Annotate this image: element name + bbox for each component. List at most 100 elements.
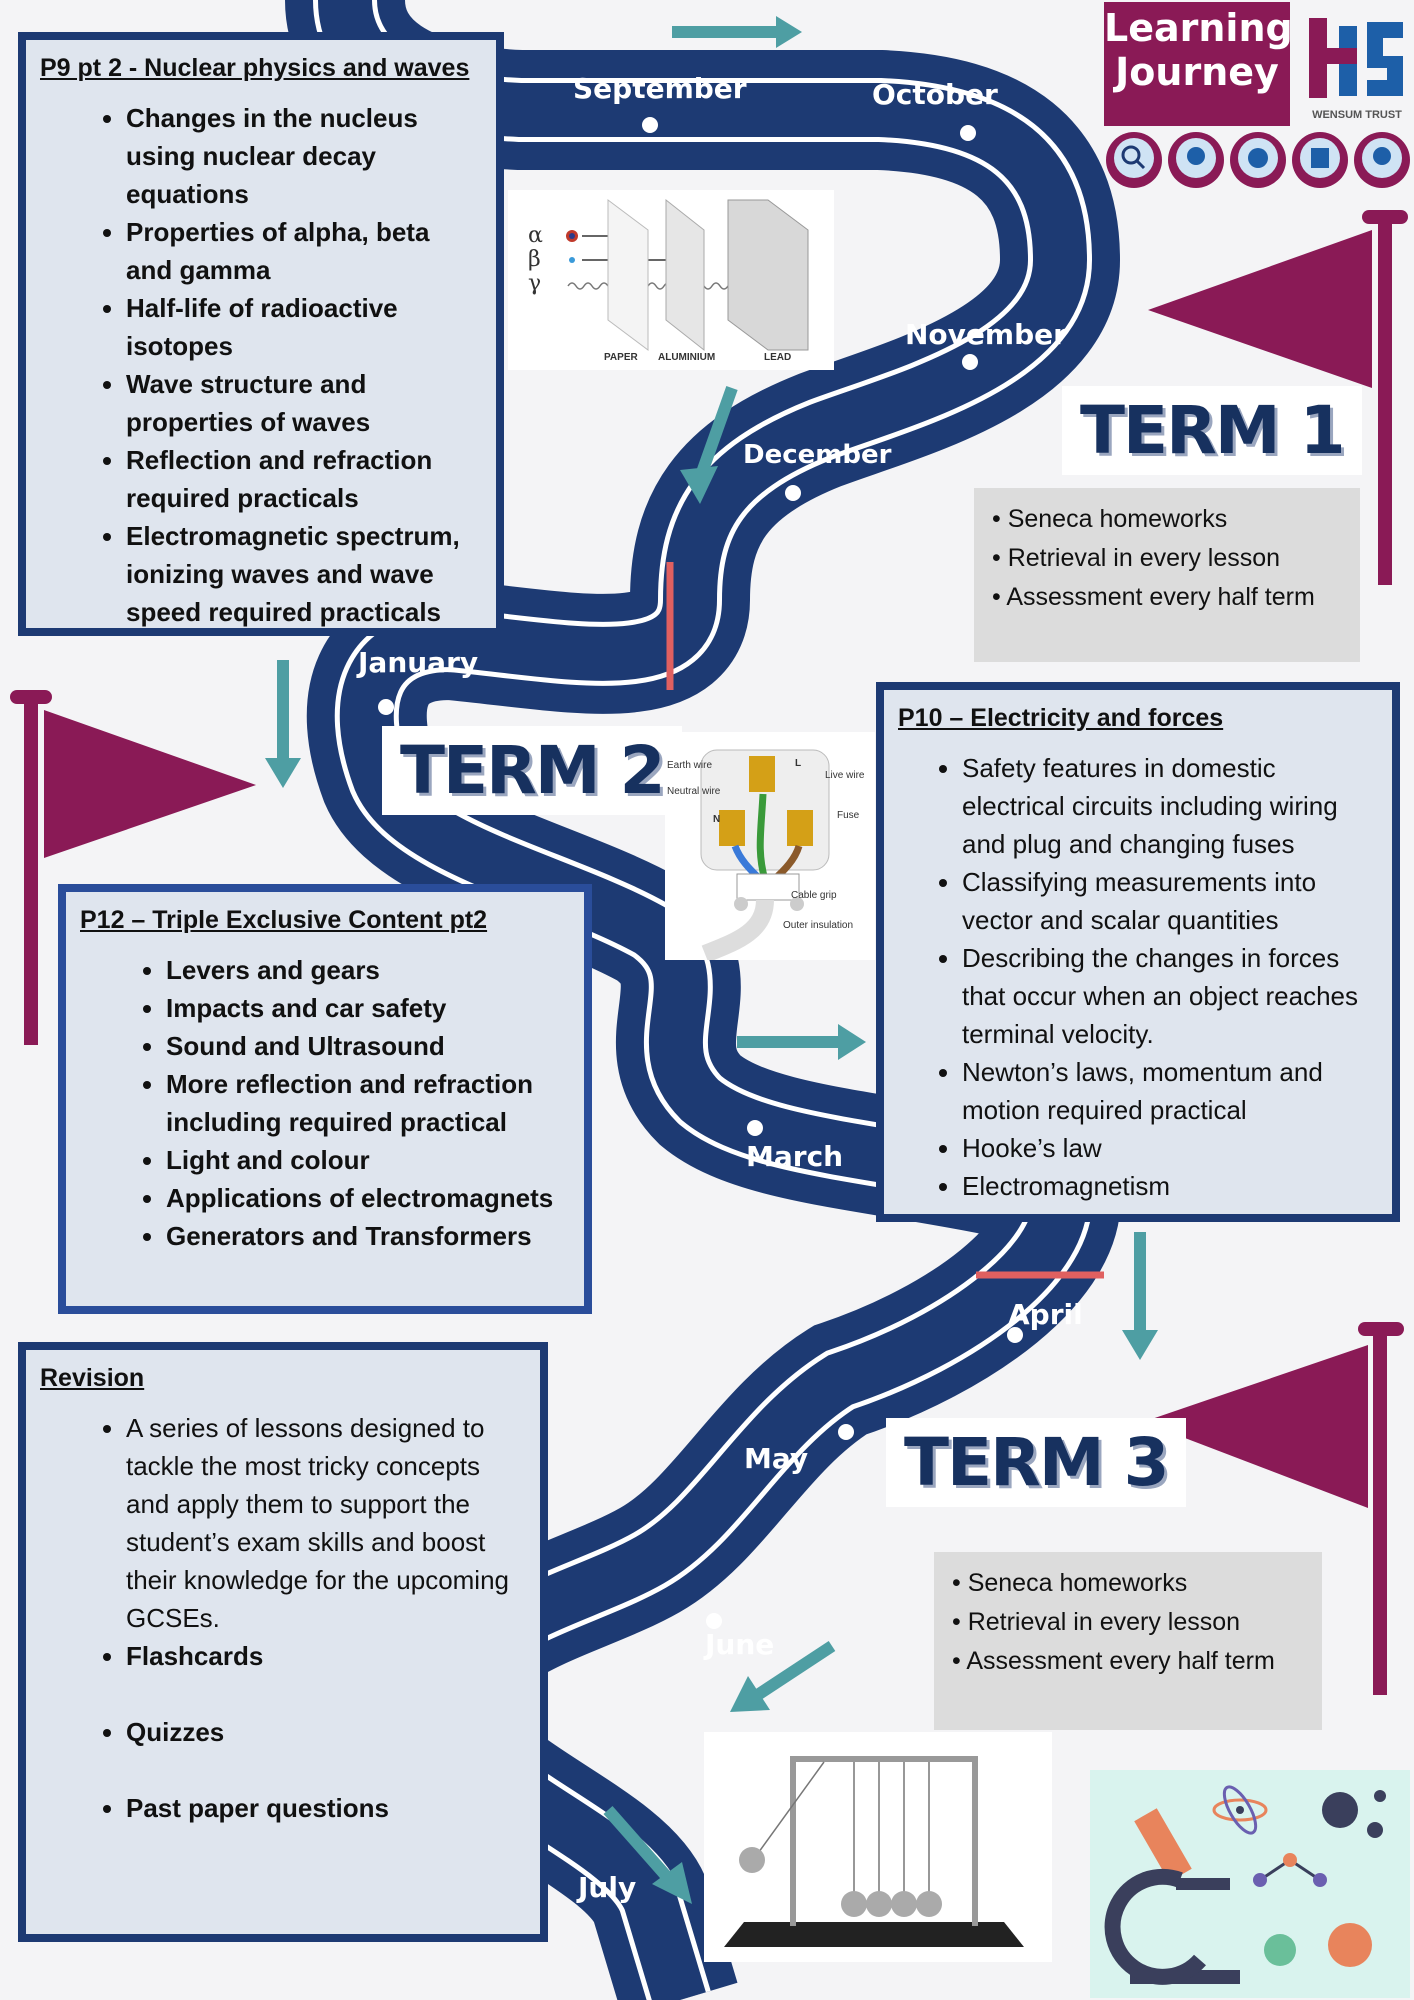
gamma-symbol: γ — [528, 271, 541, 296]
note-item: • Retrieval in every lesson — [952, 1608, 1241, 1636]
term3-heading: TERM 3 — [886, 1418, 1186, 1507]
arrow-icon — [730, 1640, 836, 1712]
list-item: Sound and Ultrasound — [166, 1027, 570, 1065]
flag-icon-term3 — [1143, 1322, 1404, 1695]
earth-wire-label: Earth wire — [667, 760, 712, 771]
arrow-icon — [672, 16, 802, 48]
list-item: Classifying measurements into vector and… — [962, 863, 1378, 939]
arrow-icon — [603, 1806, 692, 1904]
note-item: • Seneca homeworks — [992, 505, 1228, 533]
revision-title: Revision — [40, 1364, 145, 1392]
aluminium-label: ALUMINIUM — [658, 352, 715, 363]
newtons-cradle-image — [704, 1732, 1052, 1962]
microscope-icon — [1104, 1808, 1240, 1985]
learning-journey-logo: Learning Journey — [1104, 2, 1293, 126]
trust-name: WENSUM TRUST — [1312, 109, 1402, 121]
list-item: Describing the changes in forces that oc… — [962, 939, 1378, 1053]
paper-label: PAPER — [604, 352, 638, 363]
list-item: Electromagnetic spectrum, ionizing waves… — [126, 517, 482, 631]
month-label: October — [872, 78, 998, 111]
list-item: Wave structure and properties of waves — [126, 365, 482, 441]
list-item: Hooke’s law — [962, 1129, 1378, 1167]
list-item: A series of lessons designed to tackle t… — [126, 1409, 526, 1637]
note-item: • Assessment every half term — [952, 1647, 1275, 1675]
virus-icon — [1322, 1790, 1386, 1838]
logo-title: Learning Journey — [1104, 6, 1293, 94]
inquisitive-icon — [1106, 132, 1162, 188]
molecule-icon — [1253, 1853, 1327, 1887]
list-item: Quizzes — [126, 1713, 526, 1751]
alpha-symbol: α — [528, 223, 543, 248]
arrow-icon — [265, 660, 301, 788]
wensum-trust-logo: WENSUM TRUST — [1303, 8, 1411, 126]
list-item: Reflection and refraction required pract… — [126, 441, 482, 517]
note-item: • Seneca homeworks — [952, 1569, 1188, 1597]
revision-box: Revision A series of lessons designed to… — [18, 1342, 548, 1942]
radiation-penetration-diagram: α β γ PAPER ALUMINIUM LEAD — [508, 190, 834, 370]
list-item: Applications of electromagnets — [166, 1179, 570, 1217]
term1-notes: • Seneca homeworks • Retrieval in every … — [974, 488, 1360, 662]
plug-wiring-diagram: Earth wire Neutral wire Live wire Fuse C… — [665, 732, 875, 963]
list-item: Electromagnetism — [962, 1167, 1378, 1205]
road-stripe-inner — [318, 0, 1088, 2000]
fuse-label: Fuse — [837, 810, 860, 821]
p9-topic-box: P9 pt 2 - Nuclear physics and waves Chan… — [18, 32, 504, 636]
list-item: Levers and gears — [166, 951, 570, 989]
outer-insulation-label: Outer insulation — [783, 920, 853, 931]
term2-heading: TERM 2 — [382, 726, 682, 815]
note-item: • Retrieval in every lesson — [992, 544, 1281, 572]
list-item: Safety features in domestic electrical c… — [962, 749, 1378, 863]
direction-arrows — [265, 16, 1158, 1904]
flag-icon-term1 — [1148, 210, 1408, 585]
bacteria-icon — [1264, 1923, 1372, 1967]
month-label: March — [746, 1140, 844, 1173]
persistent-icon — [1292, 132, 1348, 188]
list-item: Impacts and car safety — [166, 989, 570, 1027]
hs-logo-icon — [1309, 18, 1403, 98]
month-label: January — [358, 646, 479, 679]
science-illustration — [1090, 1770, 1410, 1998]
term3-notes: • Seneca homeworks • Retrieval in every … — [934, 1552, 1322, 1730]
lead-label: LEAD — [764, 352, 791, 363]
month-label: May — [744, 1442, 809, 1475]
month-label: November — [905, 318, 1067, 351]
month-label: September — [573, 72, 747, 105]
list-item: Half-life of radioactive isotopes — [126, 289, 482, 365]
p10-topic-box: P10 – Electricity and forces Safety feat… — [876, 682, 1400, 1222]
list-item: Flashcards — [126, 1637, 526, 1675]
arrow-icon — [680, 385, 738, 504]
p10-title: P10 – Electricity and forces — [898, 704, 1224, 732]
list-item: Generators and Transformers — [166, 1217, 570, 1255]
month-label: July — [578, 1871, 637, 1904]
month-label: June — [705, 1628, 775, 1661]
list-item: Properties of alpha, beta and gamma — [126, 213, 482, 289]
list-item: More reflection and refraction including… — [166, 1065, 570, 1141]
discipline-icon — [1354, 132, 1410, 188]
values-icons — [1104, 128, 1414, 194]
list-item: Changes in the nucleus using nuclear dec… — [126, 99, 482, 213]
collaboration-icon — [1230, 132, 1286, 188]
month-markers — [378, 117, 1023, 1629]
p12-title: P12 – Triple Exclusive Content pt2 — [80, 906, 488, 934]
p12-topic-box: P12 – Triple Exclusive Content pt2 Lever… — [58, 884, 592, 1314]
p9-title: P9 pt 2 - Nuclear physics and waves — [40, 54, 470, 82]
neutral-wire-label: Neutral wire — [667, 786, 721, 797]
month-label: April — [1008, 1298, 1083, 1331]
note-item: • Assessment every half term — [992, 583, 1315, 611]
list-item: Light and colour — [166, 1141, 570, 1179]
list-item: Newton’s laws, momentum and motion requi… — [962, 1053, 1378, 1129]
arrow-icon — [1122, 1232, 1158, 1360]
flag-icon-term2 — [10, 690, 256, 1045]
neutral-terminal-label: N — [713, 814, 720, 825]
month-label: December — [743, 440, 892, 470]
list-item: Past paper questions — [126, 1789, 526, 1827]
arrow-icon — [737, 1024, 866, 1060]
live-terminal-label: L — [795, 758, 801, 769]
atom-icon — [1212, 1785, 1268, 1835]
live-wire-label: Live wire — [825, 770, 865, 781]
beta-symbol: β — [528, 247, 541, 272]
cable-grip-label: Cable grip — [791, 890, 837, 901]
term1-heading: TERM 1 — [1062, 386, 1362, 475]
